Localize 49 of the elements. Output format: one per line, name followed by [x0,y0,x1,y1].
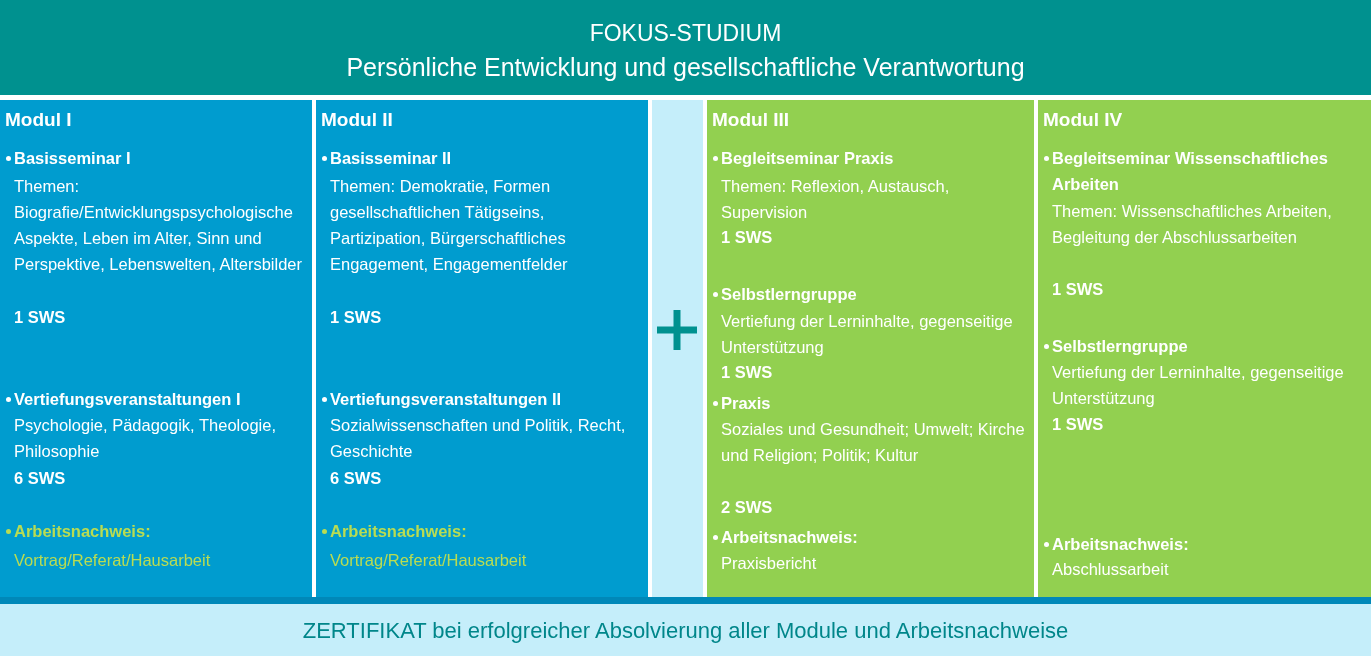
course-heading: Vertiefungsveranstaltungen I [14,389,242,410]
hours-text: 2 SWS [721,497,774,518]
hours-text: 1 SWS [1052,414,1105,435]
module-panel [316,100,648,597]
proof-heading: Arbeitsnachweis: [14,521,152,542]
description-text: Soziales und Gesundheit; Umwelt; Kirche und Religion; Politik; Kultur [721,419,1026,466]
hours-text: 1 SWS [721,227,774,248]
hours-text: 1 SWS [721,362,774,383]
header-subtitle: Persönliche Entwicklung und gesellschaftliche Verantwortung [345,52,1026,82]
proof-text: Praxisbericht [721,553,818,574]
course-heading: Basisseminar II [330,148,453,169]
course-heading: Basisseminar I [14,148,132,169]
hours-text: 6 SWS [14,468,67,489]
header-title: FOKUS-STUDIUM [588,19,783,48]
hours-text: 1 SWS [14,307,67,328]
connector-column [652,100,703,597]
module-panel [1038,100,1371,597]
course-heading: Selbstlerngruppe [721,284,858,305]
proof-text: Abschlussarbeit [1052,559,1170,580]
module-panel [0,100,312,597]
module-heading: Modul I [5,108,73,132]
module-panel [707,100,1034,597]
description-text: Themen: Wissenschaftliches Arbeiten, Begleitung der Abschlussarbeiten [1052,201,1333,248]
course-heading: Selbstlerngruppe [1052,336,1189,357]
module-heading: Modul II [321,108,394,132]
description-text: Sozialwissenschaften und Politik, Recht, Geschichte [330,415,627,462]
footer-text: ZERTIFIKAT bei erfolgreicher Absolvierung aller Module und Arbeitsnachweise [301,617,1070,645]
module-heading: Modul IV [1043,108,1124,132]
description-text: Psychologie, Pädagogik, Theologie, Philosophie [14,415,278,462]
description-text: Vertiefung der Lerninhalte, gegenseitige Unterstützung [1052,362,1345,409]
hours-text: 1 SWS [1052,279,1105,300]
proof-heading: Arbeitsnachweis: [721,527,859,548]
header-band [0,0,1371,95]
proof-text: Vortrag/Referat/Hausarbeit [14,550,212,571]
description-text: Themen: Biografie/Entwicklungspsychologische Aspekte, Leben im Alter, Sinn und Perspektive, Lebenswelten, Altersbilder [14,176,303,275]
description-text: Themen: Demokratie, Formen gesellschaftlichen Tätigseins, Partizipation, Bürgerschaftliches Engagement, Engagementfelder [330,176,569,275]
course-heading: Praxis [721,393,772,414]
course-heading: Begleitseminar Wissenschaftliches Arbeiten [1052,148,1329,195]
proof-text: Vortrag/Referat/Hausarbeit [330,550,528,571]
proof-heading: Arbeitsnachweis: [1052,534,1190,555]
course-heading: Vertiefungsveranstaltungen II [330,389,563,410]
hours-text: 6 SWS [330,468,383,489]
footer-band [0,604,1371,656]
proof-heading: Arbeitsnachweis: [330,521,468,542]
module-heading: Modul III [712,108,791,132]
description-text: Themen: Reflexion, Austausch, Supervision [721,176,951,223]
course-heading: Begleitseminar Praxis [721,148,895,169]
hours-text: 1 SWS [330,307,383,328]
description-text: Vertiefung der Lerninhalte, gegenseitige Unterstützung [721,311,1014,358]
